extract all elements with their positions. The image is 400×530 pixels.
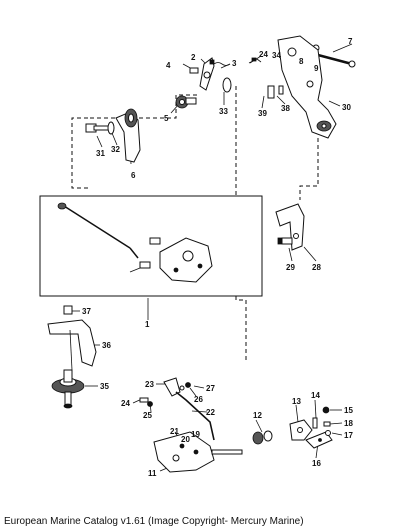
spring-link-2-3-4	[189, 57, 231, 91]
callout-31: 31	[96, 149, 105, 158]
callout-30: 30	[342, 103, 351, 112]
cam-lever-6	[115, 108, 141, 163]
callout-29: 29	[286, 263, 295, 272]
callout-24-lower: 24	[121, 399, 130, 408]
pin-34	[248, 57, 262, 64]
dash-link-30-to-28	[299, 138, 319, 200]
arm-23-27	[163, 377, 191, 397]
callout-19: 19	[191, 430, 200, 439]
callout-37: 37	[82, 307, 91, 316]
callout-17: 17	[344, 431, 353, 440]
washer-32	[107, 121, 115, 135]
callout-20: 20	[181, 435, 190, 444]
callout-28: 28	[312, 263, 321, 272]
callout-13: 13	[292, 397, 301, 406]
callout-32: 32	[111, 145, 120, 154]
callout-8: 8	[299, 57, 304, 66]
callout-35: 35	[100, 382, 109, 391]
callout-14: 14	[311, 391, 320, 400]
inset-box-1	[39, 195, 263, 297]
callout-18: 18	[344, 419, 353, 428]
bracket-28	[275, 203, 305, 251]
callout-34: 34	[272, 51, 281, 60]
callout-1: 1	[145, 320, 150, 329]
clamp-13	[289, 419, 313, 441]
link-rod-22	[175, 391, 215, 441]
callout-3: 3	[232, 59, 237, 68]
callout-25: 25	[143, 411, 152, 420]
callout-5: 5	[164, 114, 169, 123]
callout-39: 39	[258, 109, 267, 118]
callout-27: 27	[206, 384, 215, 393]
callout-9: 9	[314, 64, 319, 73]
screw-24-25	[139, 397, 153, 407]
callout-11: 11	[148, 469, 157, 478]
copyright-caption: European Marine Catalog v1.61 (Image Cop…	[4, 516, 304, 527]
callout-2: 2	[191, 53, 196, 62]
callout-26: 26	[194, 395, 203, 404]
callout-labels: 1 2 3 4 5 6 7 8 9 11 12 13 14 15 16 17 1…	[82, 37, 353, 478]
rod-7	[317, 53, 356, 68]
callout-6: 6	[131, 171, 136, 180]
callout-33: 33	[219, 107, 228, 116]
pin-14	[312, 417, 318, 429]
callout-21: 21	[170, 427, 179, 436]
throttle-arm-30	[277, 35, 337, 139]
inset-carb-linkage	[129, 237, 213, 283]
dash-link-33-to-24	[235, 86, 247, 362]
screw-38-39	[267, 85, 284, 99]
bushing-12	[252, 430, 273, 445]
callout-15: 15	[344, 406, 353, 415]
mount-35	[51, 369, 85, 409]
link-33	[222, 77, 232, 93]
inset-cable	[57, 202, 139, 259]
callout-22: 22	[206, 408, 215, 417]
callout-23: 23	[145, 380, 154, 389]
bracket-36	[47, 319, 97, 371]
dash-link-inset-to-31	[71, 117, 90, 189]
callout-38: 38	[281, 104, 290, 113]
nut-37	[63, 305, 73, 315]
callout-12: 12	[253, 411, 262, 420]
callout-16: 16	[312, 459, 321, 468]
bolt-31	[85, 123, 111, 133]
callout-36: 36	[102, 341, 111, 350]
screws-15-17-18	[322, 406, 331, 436]
plate-16	[305, 431, 333, 449]
callout-24-upper: 24	[259, 50, 268, 59]
callout-7: 7	[348, 37, 353, 46]
bolt-29	[277, 237, 293, 245]
shift-lever-11	[153, 431, 243, 473]
callout-4: 4	[166, 61, 171, 70]
diagram-canvas: 1 2 3 4 5 6 7 8 9 11 12 13 14 15 16 17 1…	[39, 35, 356, 478]
gear-5	[175, 95, 197, 109]
